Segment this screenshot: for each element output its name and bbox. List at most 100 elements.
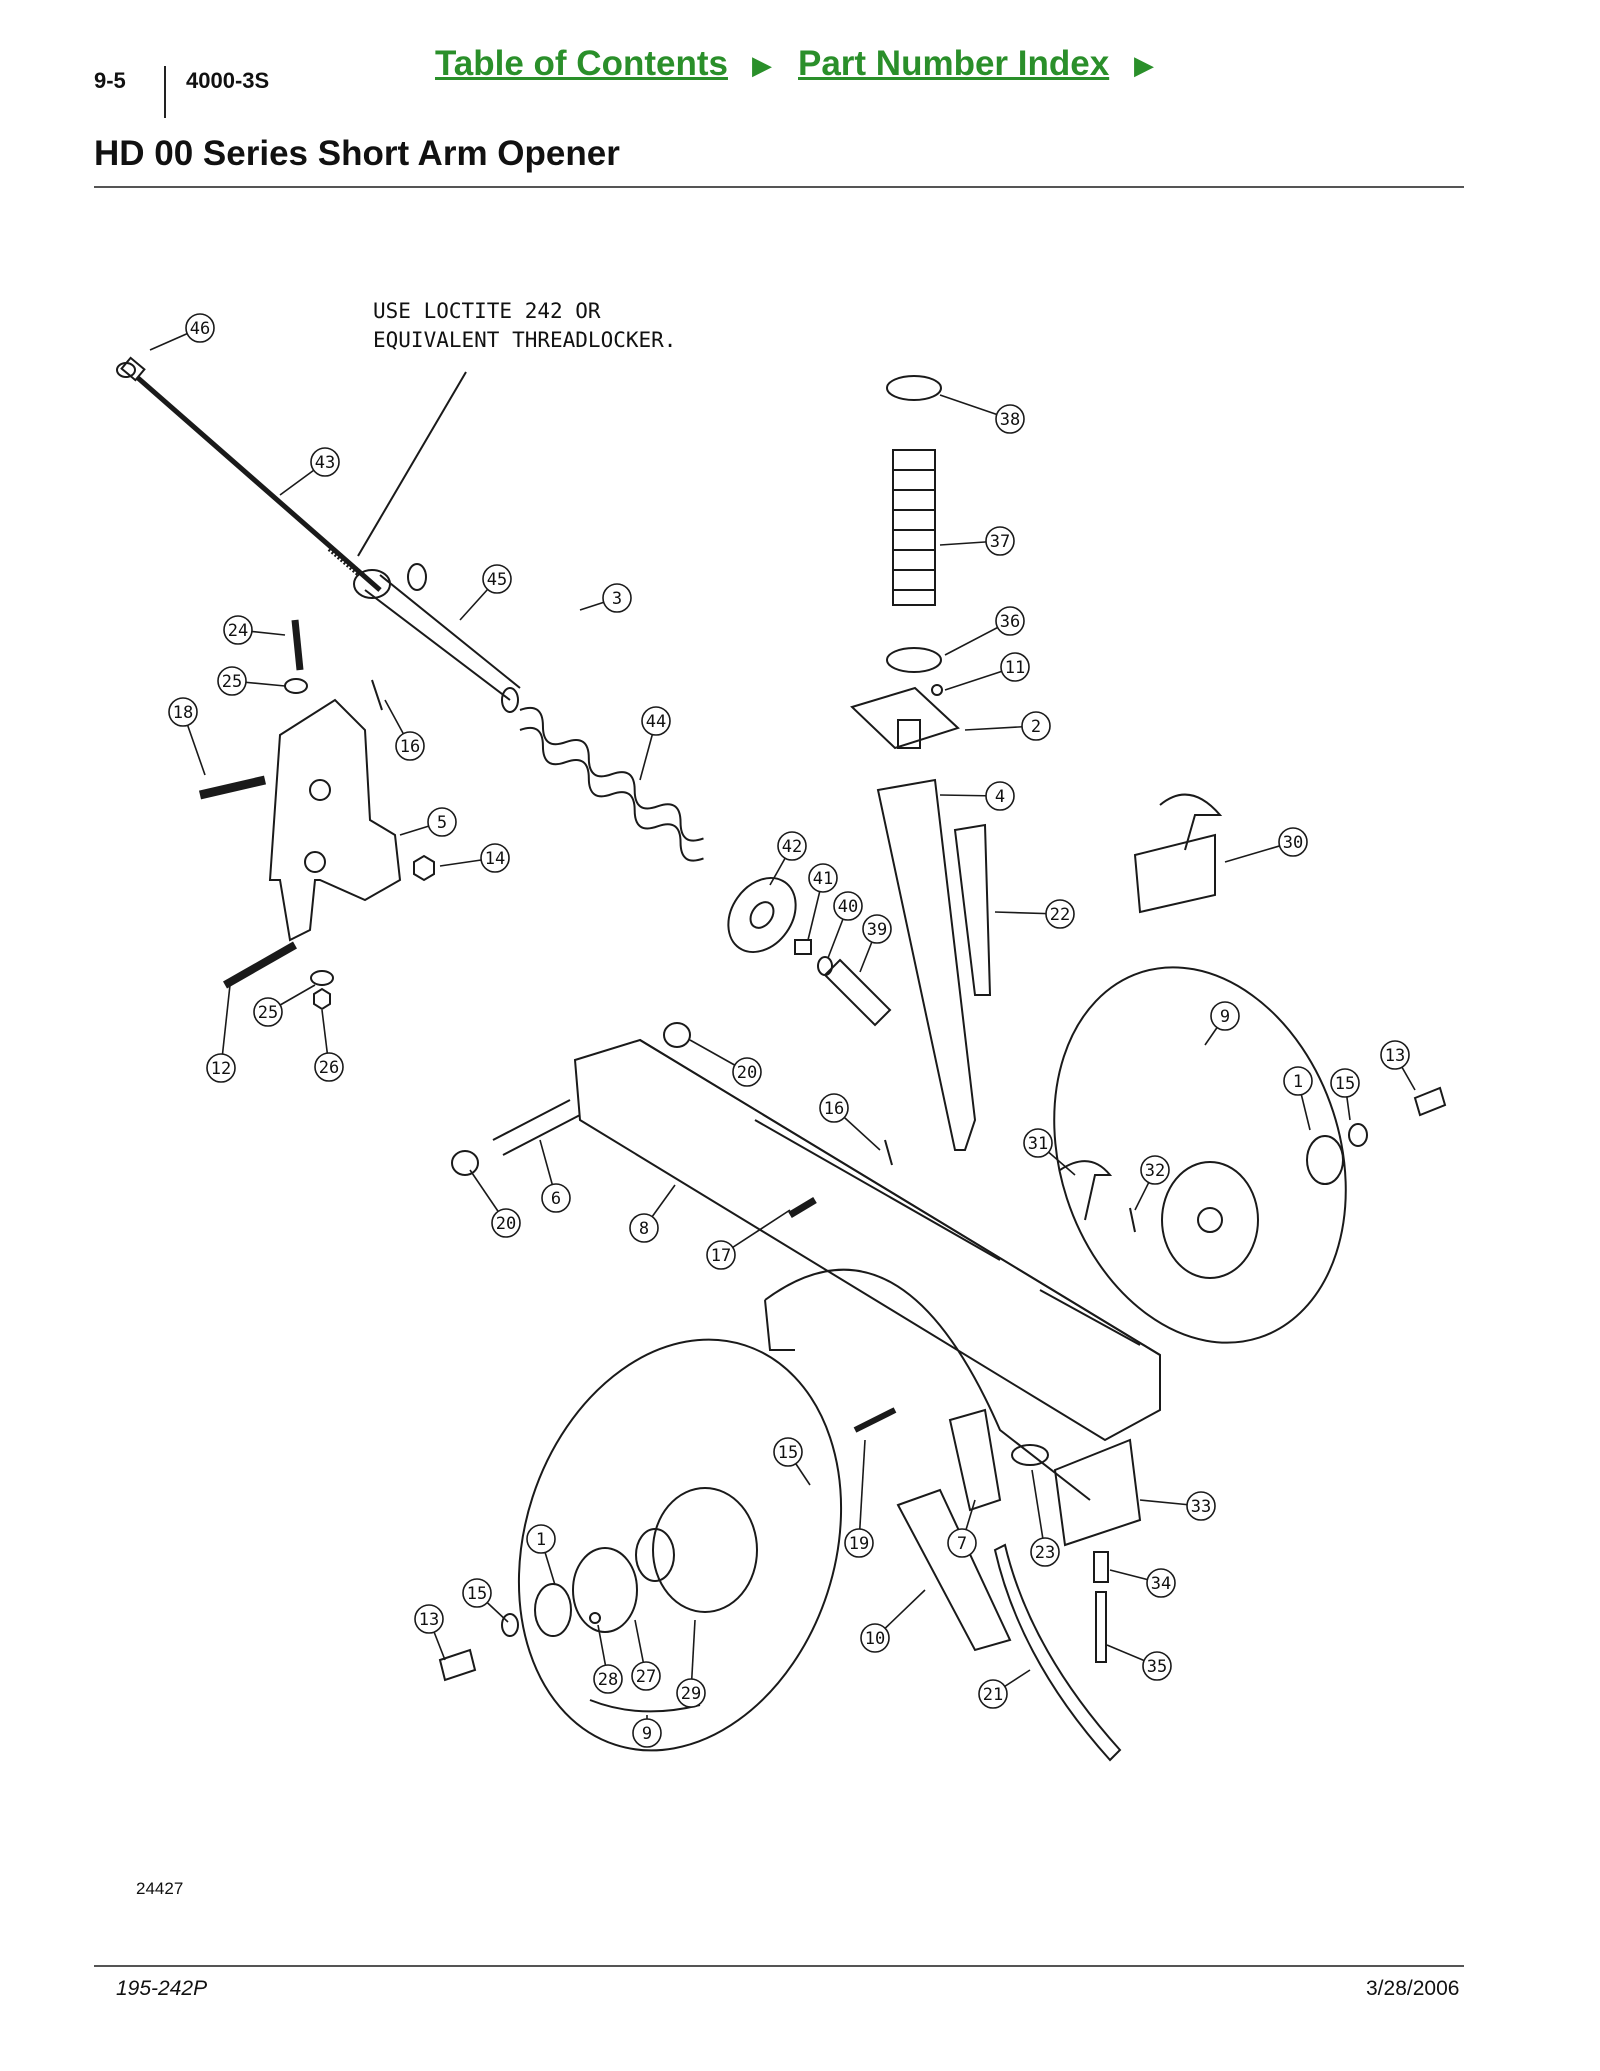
figure-number: 24427 — [136, 1879, 184, 1898]
washer-25b — [310, 970, 334, 986]
callout-label: 16 — [824, 1099, 844, 1119]
callout-label: 38 — [1000, 410, 1020, 430]
washer-25 — [284, 678, 308, 694]
washer-40 — [817, 956, 833, 976]
callout-label: 5 — [437, 813, 447, 833]
callout-21: 21 — [978, 1669, 1031, 1709]
callout-label: 42 — [782, 837, 802, 857]
callout-1: 1 — [1283, 1066, 1313, 1131]
callout-label: 37 — [990, 532, 1010, 552]
callout-label: 15 — [778, 1443, 798, 1463]
bolt-13b — [438, 1648, 477, 1682]
callout-32: 32 — [1134, 1155, 1170, 1211]
callout-label: 6 — [551, 1189, 561, 1209]
callout-label: 45 — [487, 570, 507, 590]
pin-32 — [1129, 1207, 1136, 1233]
callout-label: 22 — [1050, 905, 1070, 925]
callout-7: 7 — [947, 1499, 977, 1558]
callout-33: 33 — [1139, 1491, 1216, 1521]
threadlocker-note-line1: USE LOCTITE 242 OR — [373, 299, 601, 323]
callout-8: 8 — [629, 1184, 676, 1243]
revision-date: 3/28/2006 — [1366, 1977, 1460, 2000]
callout-label: 33 — [1191, 1497, 1211, 1517]
callout-34: 34 — [1109, 1568, 1176, 1598]
callout-31: 31 — [1023, 1128, 1076, 1176]
nut-41 — [794, 939, 812, 955]
callout-24: 24 — [223, 615, 286, 645]
callout-28: 28 — [593, 1624, 623, 1694]
screw-28 — [589, 1612, 601, 1624]
callout-label: 32 — [1145, 1161, 1165, 1181]
document-number: 195-242P — [116, 1977, 208, 2000]
callout-1: 1 — [526, 1524, 556, 1586]
callout-46: 46 — [149, 313, 215, 351]
callout-label: 14 — [485, 849, 505, 869]
callout-label: 29 — [681, 1684, 701, 1704]
callout-45: 45 — [459, 564, 512, 621]
callout-label: 26 — [319, 1058, 339, 1078]
pin-19 — [853, 1407, 897, 1433]
callout-label: 19 — [849, 1534, 869, 1554]
plate-2 — [850, 686, 960, 750]
callout-37: 37 — [939, 526, 1015, 556]
bolt-13 — [1413, 1086, 1447, 1117]
header-divider — [164, 66, 166, 118]
title-rule — [94, 186, 1464, 188]
hub-27 — [572, 1547, 638, 1633]
callout-label: 9 — [1220, 1007, 1230, 1027]
callout-20: 20 — [469, 1169, 521, 1238]
lever-31 — [1059, 1160, 1113, 1221]
page-number: 9-5 — [94, 68, 126, 93]
pni-arrow-icon[interactable]: ▶ — [1134, 50, 1154, 80]
callout-17: 17 — [706, 1209, 791, 1270]
callout-label: 44 — [646, 712, 666, 732]
part-number-index-link[interactable]: Part Number Index — [798, 44, 1110, 83]
callout-label: 28 — [598, 1670, 618, 1690]
spring-block-33 — [1053, 1438, 1142, 1547]
bushing-20 — [663, 1022, 691, 1048]
washer-42 — [727, 876, 797, 954]
callout-label: 41 — [813, 869, 833, 889]
callout-label: 35 — [1147, 1657, 1167, 1677]
callout-label: 25 — [258, 1003, 278, 1023]
nut-26 — [313, 987, 331, 1011]
callout-29: 29 — [676, 1619, 706, 1708]
footer-rule — [94, 1965, 1464, 1967]
toc-arrow-icon[interactable]: ▶ — [752, 50, 772, 80]
disc-blade-9 — [1053, 966, 1347, 1344]
page-title: HD 00 Series Short Arm Opener — [94, 134, 620, 173]
pin-16 — [371, 679, 383, 711]
depth-handle-30 — [1133, 793, 1223, 914]
callout-9: 9 — [1204, 1001, 1240, 1046]
callout-15: 15 — [773, 1437, 811, 1486]
callout-label: 34 — [1151, 1574, 1171, 1594]
disc-blade-29 — [517, 1338, 843, 1752]
callout-38: 38 — [939, 394, 1025, 434]
callout-25: 25 — [253, 984, 316, 1027]
callout-label: 24 — [228, 621, 248, 641]
callout-label: 27 — [636, 1667, 656, 1687]
callout-14: 14 — [439, 843, 510, 873]
callout-label: 23 — [1035, 1543, 1055, 1563]
note-leader — [357, 371, 467, 557]
table-of-contents-link[interactable]: Table of Contents — [435, 44, 728, 83]
spring-34 — [1093, 1551, 1109, 1583]
rod-43 — [120, 356, 382, 592]
callout-label: 25 — [222, 672, 242, 692]
pin-18 — [198, 775, 267, 800]
callout-5: 5 — [399, 807, 457, 837]
bolt-35 — [1095, 1591, 1107, 1663]
callout-label: 15 — [1335, 1074, 1355, 1094]
callout-27: 27 — [631, 1619, 661, 1691]
callout-label: 31 — [1028, 1134, 1048, 1154]
pin-16b — [884, 1139, 893, 1166]
spring-tube-45 — [353, 563, 521, 713]
callout-40: 40 — [827, 891, 863, 959]
callout-9: 9 — [632, 1715, 662, 1748]
callout-label: 15 — [467, 1584, 487, 1604]
brace-9 — [589, 1699, 701, 1713]
callout-41: 41 — [807, 863, 838, 941]
callout-4: 4 — [939, 781, 1015, 811]
wear-strip-22 — [953, 823, 992, 996]
